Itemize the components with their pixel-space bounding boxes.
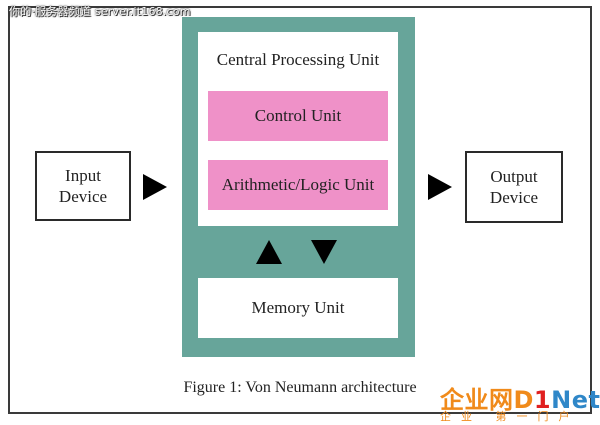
cpu-to-memory-arrow-icon (311, 240, 337, 264)
logo-wordmark: 企业网D1Net (440, 380, 600, 415)
logo-1-text: 1 (533, 386, 552, 414)
memory-unit-label: Memory Unit (251, 298, 345, 317)
cpu-title: Central Processing Unit (216, 50, 380, 69)
d1net-logo: 企业网D1Net 企业 第一门户 (440, 378, 600, 425)
output-arrow-icon (428, 174, 452, 200)
logo-tagline: 企业 第一门户 (440, 410, 580, 423)
logo-d-text: D (513, 386, 534, 414)
input-device-label-line2: Device (58, 187, 108, 206)
output-device-label-line1: Output (490, 167, 538, 186)
source-watermark: 你的·服务器频道 server.it168.com (9, 5, 191, 18)
input-device-label-line1: Input (65, 166, 101, 185)
output-device-label-line2: Device (489, 188, 539, 207)
memory-to-cpu-arrow-icon (256, 240, 282, 264)
input-arrow-icon (143, 174, 167, 200)
alu-box: Arithmetic/Logic Unit (208, 160, 388, 210)
alu-label: Arithmetic/Logic Unit (221, 175, 375, 194)
figure-caption: Figure 1: Von Neumann architecture (183, 379, 417, 396)
logo-cn-text: 企业网 (440, 386, 514, 414)
output-device-box: Output Device (465, 151, 563, 223)
control-unit-label: Control Unit (254, 106, 342, 125)
logo-net-text: Net (551, 386, 600, 414)
memory-unit-box: Memory Unit (198, 278, 398, 338)
input-device-box: Input Device (35, 151, 131, 221)
control-unit-box: Control Unit (208, 91, 388, 141)
